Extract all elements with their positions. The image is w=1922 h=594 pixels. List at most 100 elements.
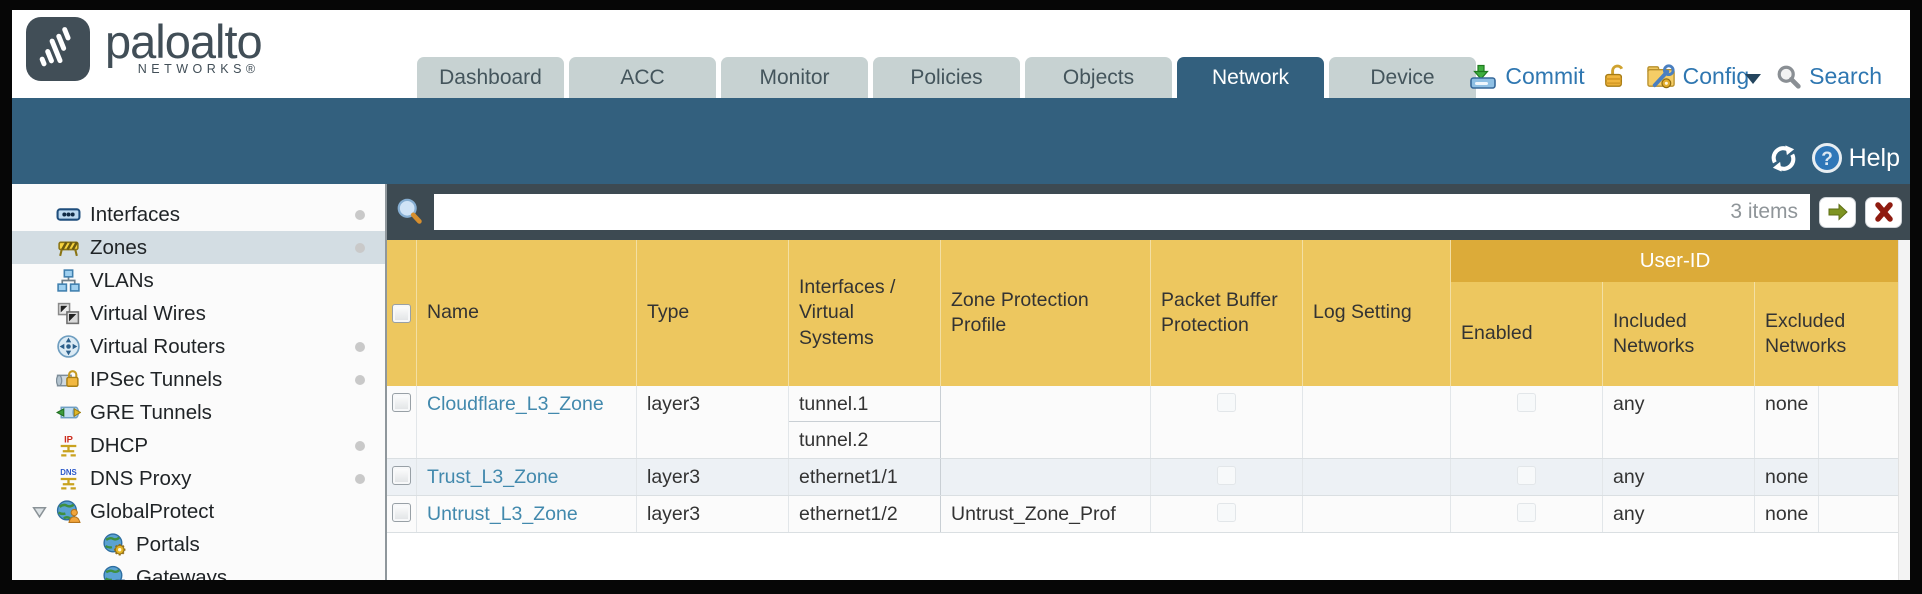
sidebar-item-gre-tunnels[interactable]: GRE Tunnels bbox=[12, 396, 385, 429]
column-header-interfaces[interactable]: Interfaces / Virtual Systems bbox=[789, 240, 941, 386]
column-header-type[interactable]: Type bbox=[637, 240, 789, 386]
sidebar-item-label: GlobalProtect bbox=[90, 499, 215, 523]
row-select-checkbox[interactable] bbox=[392, 466, 411, 485]
tab-objects[interactable]: Objects bbox=[1025, 57, 1172, 98]
status-dot bbox=[355, 440, 365, 451]
status-dot bbox=[355, 374, 365, 385]
tab-network[interactable]: Network bbox=[1177, 57, 1324, 98]
dns-proxy-icon: DNS bbox=[56, 466, 81, 491]
sidebar-item-gateways[interactable]: Gateways bbox=[12, 561, 385, 580]
globalprotect-icon bbox=[56, 499, 81, 524]
tab-dashboard[interactable]: Dashboard bbox=[417, 57, 564, 98]
status-dot bbox=[355, 341, 365, 352]
apply-filter-button[interactable] bbox=[1819, 196, 1856, 228]
sidebar-item-label: DHCP bbox=[90, 433, 149, 457]
sidebar-item-virtual-routers[interactable]: Virtual Routers bbox=[12, 330, 385, 363]
interface-entry: tunnel.1 bbox=[789, 386, 940, 422]
zone-name-link[interactable]: Trust_L3_Zone bbox=[427, 466, 559, 488]
cell-included-networks: any bbox=[1603, 459, 1755, 495]
select-all-checkbox[interactable] bbox=[392, 303, 411, 323]
status-dot bbox=[355, 473, 365, 484]
expander-icon[interactable] bbox=[32, 504, 47, 519]
column-header-included-networks[interactable]: Included Networks bbox=[1603, 282, 1755, 386]
sidebar-item-portals[interactable]: Portals bbox=[12, 528, 385, 561]
svg-text:IP: IP bbox=[64, 434, 73, 444]
search-link[interactable]: Search bbox=[1809, 63, 1882, 89]
virtual-routers-icon bbox=[56, 334, 81, 359]
cell-name: Trust_L3_Zone bbox=[417, 459, 637, 495]
config-dropdown-caret[interactable] bbox=[1745, 73, 1762, 84]
cell-zone-protection-profile bbox=[941, 459, 1151, 495]
interfaces-icon bbox=[56, 202, 81, 227]
search-icon bbox=[1775, 63, 1803, 91]
lock-icon[interactable] bbox=[1601, 62, 1630, 91]
tab-monitor[interactable]: Monitor bbox=[721, 57, 868, 98]
packet-buffer-checkbox bbox=[1217, 503, 1236, 522]
column-header-packet-buffer-protection[interactable]: Packet Buffer Protection bbox=[1151, 240, 1303, 386]
user-id-enabled-checkbox bbox=[1517, 466, 1536, 485]
column-header-log-setting[interactable]: Log Setting bbox=[1303, 240, 1451, 386]
sub-header-band: ? Help bbox=[12, 98, 1910, 184]
help-icon[interactable]: ? bbox=[1811, 142, 1843, 174]
cell-included-networks: any bbox=[1603, 386, 1755, 458]
paloalto-logo: paloalto NETWORKS® bbox=[26, 17, 263, 81]
status-dot bbox=[355, 209, 365, 220]
cell-name: Untrust_L3_Zone bbox=[417, 496, 637, 532]
filter-bar: 3 items bbox=[387, 184, 1910, 240]
ipsec-tunnels-icon bbox=[56, 367, 81, 392]
interface-entry: ethernet1/1 bbox=[799, 466, 898, 488]
cell-type: layer3 bbox=[637, 496, 789, 532]
top-action-links: Commit bbox=[1469, 61, 1882, 92]
column-header-zone-protection-profile[interactable]: Zone Protection Profile bbox=[941, 240, 1151, 386]
commit-icon bbox=[1469, 62, 1499, 92]
row-select-checkbox[interactable] bbox=[392, 393, 411, 412]
sidebar-item-zones[interactable]: Zones bbox=[12, 231, 385, 264]
column-header-name[interactable]: Name bbox=[417, 240, 637, 386]
sidebar-item-dhcp[interactable]: IP DHCP bbox=[12, 429, 385, 462]
sidebar-item-label: Gateways bbox=[136, 565, 228, 581]
config-link[interactable]: Config bbox=[1682, 63, 1750, 89]
sidebar-item-virtual-wires[interactable]: Virtual Wires bbox=[12, 297, 385, 330]
tab-acc[interactable]: ACC bbox=[569, 57, 716, 98]
cell-packet-buffer-protection bbox=[1151, 386, 1303, 458]
sidebar-item-interfaces[interactable]: Interfaces bbox=[12, 198, 385, 231]
user-id-enabled-checkbox bbox=[1517, 393, 1536, 412]
cell-type: layer3 bbox=[637, 386, 789, 458]
sidebar-item-globalprotect[interactable]: GlobalProtect bbox=[12, 495, 385, 528]
commit-link[interactable]: Commit bbox=[1505, 63, 1585, 89]
green-arrow-icon bbox=[1828, 203, 1848, 221]
zones-table-header: Name Type Interfaces / Virtual Systems Z… bbox=[387, 240, 1899, 386]
gre-tunnels-icon bbox=[56, 400, 81, 425]
refresh-icon[interactable] bbox=[1768, 143, 1799, 174]
sidebar-item-vlans[interactable]: VLANs bbox=[12, 264, 385, 297]
column-header-excluded-networks[interactable]: Excluded Networks bbox=[1755, 282, 1899, 386]
filter-search-input[interactable] bbox=[434, 194, 1810, 230]
sidebar-item-label: Portals bbox=[136, 532, 200, 556]
user-id-group-header: User-ID bbox=[1451, 240, 1899, 282]
column-header-enabled[interactable]: Enabled bbox=[1451, 282, 1603, 386]
filter-search-icon bbox=[395, 197, 425, 227]
tab-policies[interactable]: Policies bbox=[873, 57, 1020, 98]
select-all-column-header bbox=[387, 240, 417, 386]
svg-text:DNS: DNS bbox=[60, 468, 76, 477]
row-select-checkbox[interactable] bbox=[392, 503, 411, 522]
help-link[interactable]: Help bbox=[1848, 143, 1900, 172]
zones-icon bbox=[56, 235, 81, 260]
status-dot bbox=[355, 242, 365, 253]
tab-device[interactable]: Device bbox=[1329, 57, 1476, 98]
user-id-enabled-checkbox bbox=[1517, 503, 1536, 522]
zone-name-link[interactable]: Cloudflare_L3_Zone bbox=[427, 393, 604, 415]
clear-filter-button[interactable] bbox=[1865, 196, 1902, 228]
zone-name-link[interactable]: Untrust_L3_Zone bbox=[427, 503, 578, 525]
cell-log-setting bbox=[1303, 386, 1451, 458]
vertical-scrollbar-track[interactable] bbox=[1898, 240, 1910, 580]
cell-user-id-enabled bbox=[1451, 496, 1603, 532]
sidebar-item-ipsec-tunnels[interactable]: IPSec Tunnels bbox=[12, 363, 385, 396]
